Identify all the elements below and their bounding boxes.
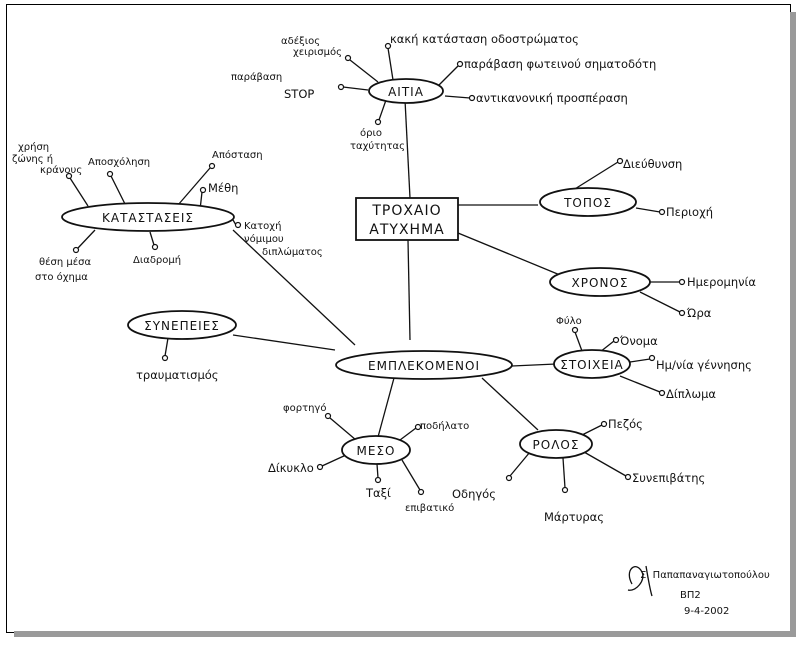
topos-dieythynsi: Διεύθυνση (623, 157, 682, 171)
aitia-paravasi-fot: παράβαση φωτεινού σηματοδότη (464, 57, 656, 71)
connector-meso (377, 377, 395, 438)
katastaseis-thesi-2: στο όχημα (35, 271, 88, 283)
signature-name: Σ. Παπαπαναγιωτοπούλου (640, 569, 770, 581)
xronos-imerominia: Ημερομηνία (687, 275, 756, 289)
connector-xronos (457, 232, 561, 276)
meso-branch: ΜΕΣΟ φορτηγό ποδήλατο Δίκυκλο Ταξί επιβα… (268, 402, 469, 514)
meso-dikyklo: Δίκυκλο (268, 461, 314, 475)
aitia-antikanoniki: αντικανονική προσπέραση (476, 91, 628, 105)
aitia-branch: ΑΙΤΙΑ κακή κατάσταση οδοστρώματος αδέξιο… (231, 32, 656, 152)
rolos-odigos: Οδηγός (452, 487, 496, 501)
meso-fortigo: φορτηγό (283, 402, 326, 414)
stoixeia-diploma: Δίπλωμα (666, 387, 716, 401)
synepeies-branch: ΣΥΝΕΠΕΙΕΣ τραυματισμός (127, 310, 237, 382)
aitia-paravasi-stop-1: παράβαση (231, 71, 282, 83)
topos-branch: ΤΟΠΟΣ Διεύθυνση Περιοχή (539, 157, 713, 219)
rolos-synepivatis: Συνεπιβάτης (632, 471, 705, 485)
katastaseis-xrisi-1: χρήση (18, 141, 49, 153)
aitia-kaki-katastasi: κακή κατάσταση οδοστρώματος (390, 32, 579, 46)
connector-aitia (404, 99, 411, 199)
connector-katastaseis (232, 229, 356, 346)
rolos-martyras: Μάρτυρας (544, 510, 604, 524)
katastaseis-methi: Μέθη (208, 181, 238, 195)
topos-perioxi: Περιοχή (666, 205, 713, 219)
katastaseis-thesi-1: θέση μέσα (39, 256, 91, 268)
connector-rolos (481, 377, 539, 431)
hub-xronos: ΧΡΟΝΟΣ (572, 276, 629, 290)
katastaseis-katoxi-1: Κατοχή (244, 220, 281, 232)
katastaseis-xrisi-3: κράνους (40, 164, 82, 176)
hub-katastaseis: ΚΑΤΑΣΤΑΣΕΙΣ (102, 211, 194, 225)
hub-topos: ΤΟΠΟΣ (563, 196, 612, 210)
stoixeia-onoma: Όνομα (619, 334, 658, 348)
hub-stoixeia: ΣΤΟΙΧΕΙΑ (560, 358, 623, 372)
connector-emplekomenoi (407, 239, 411, 341)
katastaseis-katoxi-2: νόμιμου (244, 233, 284, 245)
hub-aitia: ΑΙΤΙΑ (388, 85, 424, 99)
meso-epivatiko: επιβατικό (405, 502, 454, 514)
connector-stoixeia (511, 363, 557, 367)
rolos-branch: ΡΟΛΟΣ Πεζός Οδηγός Μάρτυρας Συνεπιβάτης (452, 417, 705, 524)
signature: Σ. Παπαπαναγιωτοπούλου ΒΠ2 9-4-2002 (627, 565, 770, 617)
meso-podilato: ποδήλατο (420, 420, 469, 432)
frame-shadow-right (790, 12, 796, 637)
katastaseis-katoxi-3: διπλώματος (262, 246, 323, 258)
rolos-pezos: Πεζός (608, 417, 643, 431)
hub-emplekomenoi: ΕΜΠΛΕΚΟΜΕΝΟΙ (368, 359, 480, 373)
katastaseis-xrisi-2: ζώνης ή (12, 153, 53, 165)
katastaseis-apostasi: Απόσταση (212, 149, 263, 161)
aitia-adexios-1: αδέξιος (281, 35, 320, 47)
xronos-branch: ΧΡΟΝΟΣ Ημερομηνία Ώρα (549, 267, 756, 320)
center-node: ΤΡΟΧΑΙΟ ΑΤΥΧΗΜΑ (355, 197, 459, 241)
signature-class: ΒΠ2 (680, 590, 701, 601)
hub-synepeies: ΣΥΝΕΠΕΙΕΣ (144, 319, 220, 333)
aitia-orio-1: όριο (360, 127, 382, 139)
emplekomenoi-branch: ΕΜΠΛΕΚΟΜΕΝΟΙ (335, 350, 513, 380)
xronos-ora: Ώρα (686, 306, 712, 320)
synepeies-traumatismos: τραυματισμός (136, 368, 219, 382)
stoixeia-branch: ΣΤΟΙΧΕΙΑ Φύλο Όνομα Ημ/νία γέννησης Δίπλ… (553, 315, 752, 401)
aitia-paravasi-stop-2: STOP (284, 87, 314, 101)
katastaseis-branch: ΚΑΤΑΣΤΑΣΕΙΣ χρήση ζώνης ή κράνους Αποσχό… (12, 141, 323, 283)
frame-shadow-bottom (14, 631, 796, 637)
center-line1: ΤΡΟΧΑΙΟ (371, 203, 441, 219)
center-line2: ΑΤΥΧΗΜΑ (369, 222, 444, 238)
main-connectors (232, 99, 561, 438)
katastaseis-diadromi: Διαδρομή (133, 254, 181, 266)
stoixeia-fylo: Φύλο (556, 315, 582, 327)
signature-date: 9-4-2002 (684, 606, 729, 617)
hub-meso: ΜΕΣΟ (357, 444, 396, 458)
signature-flourish (627, 565, 653, 597)
aitia-orio-2: ταχύτητας (350, 140, 405, 152)
katastaseis-aposxolisi: Αποσχόληση (88, 156, 150, 168)
hub-rolos: ΡΟΛΟΣ (533, 438, 580, 452)
meso-taxi: Ταξί (365, 486, 391, 500)
aitia-adexios-2: χειρισμός (293, 46, 342, 58)
connector-synepeies (232, 334, 336, 351)
stoixeia-hm-gennisis: Ημ/νία γέννησης (656, 358, 752, 372)
